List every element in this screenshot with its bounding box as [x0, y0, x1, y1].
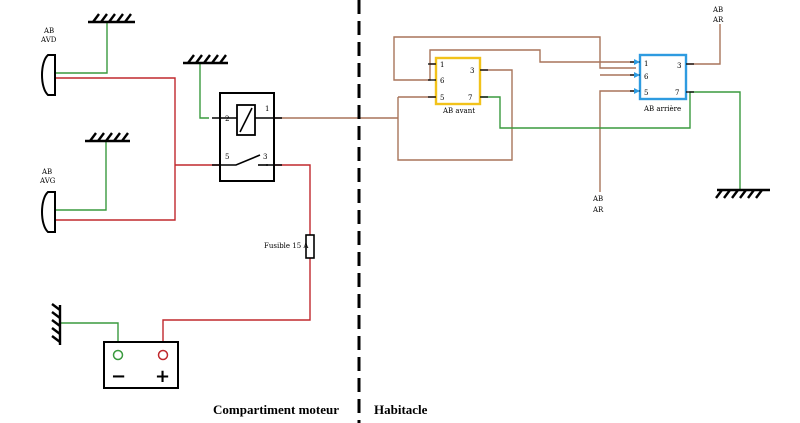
rear-module-pin-5: 5 [644, 89, 648, 97]
rear-module-pin-7: 7 [675, 89, 679, 97]
rear-module-label: AB arrière [643, 105, 681, 113]
rear-out-top-label-1: AB [712, 6, 723, 14]
rear-out-bottom-label-2: AR [592, 206, 604, 214]
headlight-right [41, 191, 56, 233]
ground-symbol-relay [183, 54, 228, 65]
front-module-pin-3: 3 [470, 67, 474, 75]
headlight-left [41, 54, 56, 96]
relay-pin-3: 3 [263, 153, 267, 161]
fuse-label: Fusible 15 A [264, 242, 309, 250]
front-module-pin-1: 1 [440, 61, 444, 69]
front-module-label: AB avant [442, 107, 475, 115]
relay-pin-2: 2 [225, 115, 229, 123]
front-module-pin-5: 5 [440, 94, 444, 102]
brown-wires [262, 24, 721, 192]
zone-label-engine-compartment: Compartiment moteur [213, 402, 339, 417]
rear-module-pin-6: 6 [644, 73, 649, 81]
battery-plus-sign: + [155, 366, 170, 387]
rear-module [630, 53, 694, 101]
front-module-pin-7: 7 [468, 94, 472, 102]
relay [212, 92, 282, 182]
relay-pin-5: 5 [225, 153, 229, 161]
rear-module-pin-1: 1 [644, 60, 648, 68]
ground-symbol-rear [715, 188, 770, 199]
battery-minus-sign: − [111, 366, 126, 387]
rear-out-bottom-label-1: AB [592, 195, 603, 203]
ground-symbol-battery [51, 303, 62, 345]
zone-label-cabin: Habitacle [374, 402, 428, 417]
battery [103, 341, 179, 389]
relay-switch [228, 154, 261, 166]
relay-pin-1: 1 [265, 105, 269, 113]
green-wires [55, 22, 741, 350]
headlight-right-label-2: AVG [39, 177, 56, 185]
battery-terminal-positive [157, 349, 169, 361]
rear-out-top-label-2: AR [712, 16, 724, 24]
headlight-left-label-2: AVD [40, 36, 57, 44]
rear-module-pin-3: 3 [677, 62, 681, 70]
front-module [428, 56, 488, 106]
ground-symbol-middle [85, 132, 130, 143]
headlight-left-label-1: AB [43, 27, 54, 35]
ground-symbol-top [88, 13, 135, 24]
headlight-right-label-1: AB [41, 168, 52, 176]
front-module-pin-6: 6 [440, 77, 445, 85]
red-wires [55, 77, 311, 350]
fuse [305, 234, 315, 259]
battery-terminal-negative [112, 349, 124, 361]
